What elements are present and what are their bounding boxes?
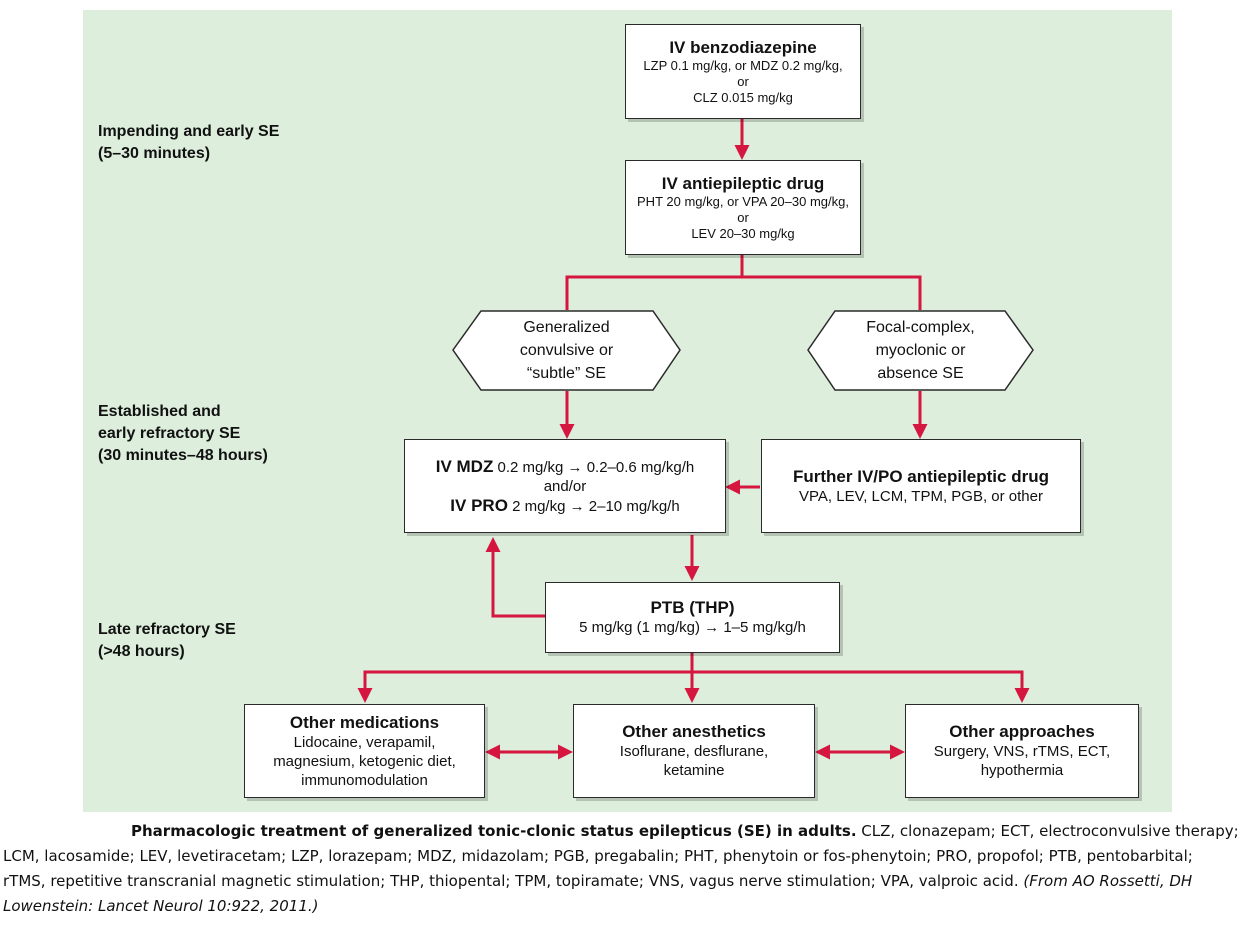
figure-caption: Pharmacologic treatment of generalized t… bbox=[3, 819, 1239, 919]
caption-text: CLZ, clonazepam; ECT, electroconvulsive … bbox=[3, 822, 1239, 890]
further-antiepileptic-box: Further IV/PO antiepileptic drug VPA, LE… bbox=[761, 439, 1081, 533]
hexagon-generalized bbox=[452, 310, 681, 391]
benzodiazepine-box: IV benzodiazepine LZP 0.1 mg/kg, or MDZ … bbox=[625, 24, 861, 119]
caption-source: (From AO Rossetti, DH Lowenstein: Lancet… bbox=[3, 872, 1193, 915]
arrow-ptb-back-to-mdz bbox=[485, 537, 545, 618]
hexagon-focal bbox=[807, 310, 1034, 391]
branch-aed-split bbox=[565, 255, 744, 310]
caption-title: Pharmacologic treatment of generalized t… bbox=[131, 822, 857, 840]
other-approaches-box: Other approaches Surgery, VNS, rTMS, ECT… bbox=[905, 704, 1139, 798]
other-anesthetics-box: Other anesthetics Isoflurane, desflurane… bbox=[573, 704, 815, 798]
antiepileptic-drug-box: IV antiepileptic drug PHT 20 mg/kg, or V… bbox=[625, 160, 861, 255]
diagram-panel bbox=[83, 10, 1172, 812]
mdz-pro-box: IV MDZ 0.2 mg/kg → 0.2–0.6 mg/kg/h and/o… bbox=[404, 439, 726, 533]
ptb-thp-box: PTB (THP) 5 mg/kg (1 mg/kg) → 1–5 mg/kg/… bbox=[545, 582, 840, 653]
stage-early-label: Impending and early SE(5–30 minutes) bbox=[98, 123, 280, 162]
stage-late-label: Late refractory SE(>48 hours) bbox=[98, 621, 236, 660]
other-medications-box: Other medications Lidocaine, verapamil, … bbox=[244, 704, 485, 798]
